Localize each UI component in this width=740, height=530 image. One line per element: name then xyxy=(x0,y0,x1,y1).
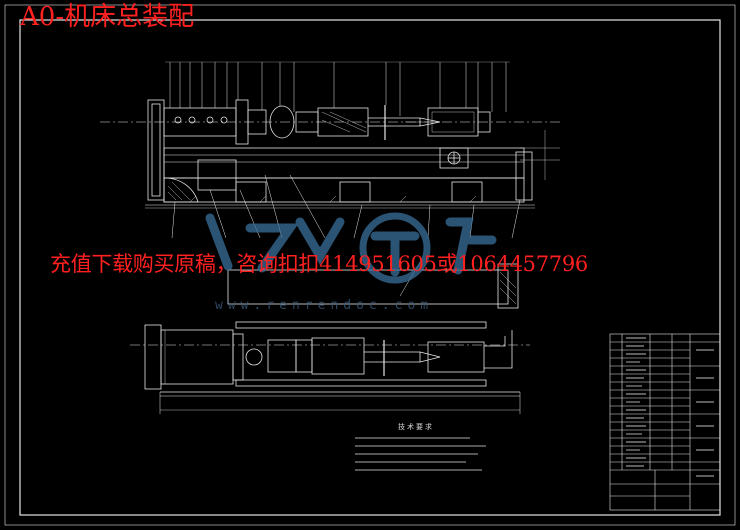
tech-notes-title: 技术要求 xyxy=(398,423,434,431)
front-view xyxy=(100,61,560,239)
drawing-title: A0-机床总装配 xyxy=(20,2,195,32)
watermark-url: www.renrendoc.com xyxy=(215,298,434,313)
watermark-logo xyxy=(205,212,497,284)
title-block xyxy=(609,333,721,511)
tech-notes-lines xyxy=(355,437,486,471)
inner-border xyxy=(19,19,721,516)
top-view xyxy=(130,321,530,414)
outer-border xyxy=(4,4,736,526)
promo-banner: 充值下载购买原稿，咨询扣扣414951605或1064457796 xyxy=(50,252,588,276)
